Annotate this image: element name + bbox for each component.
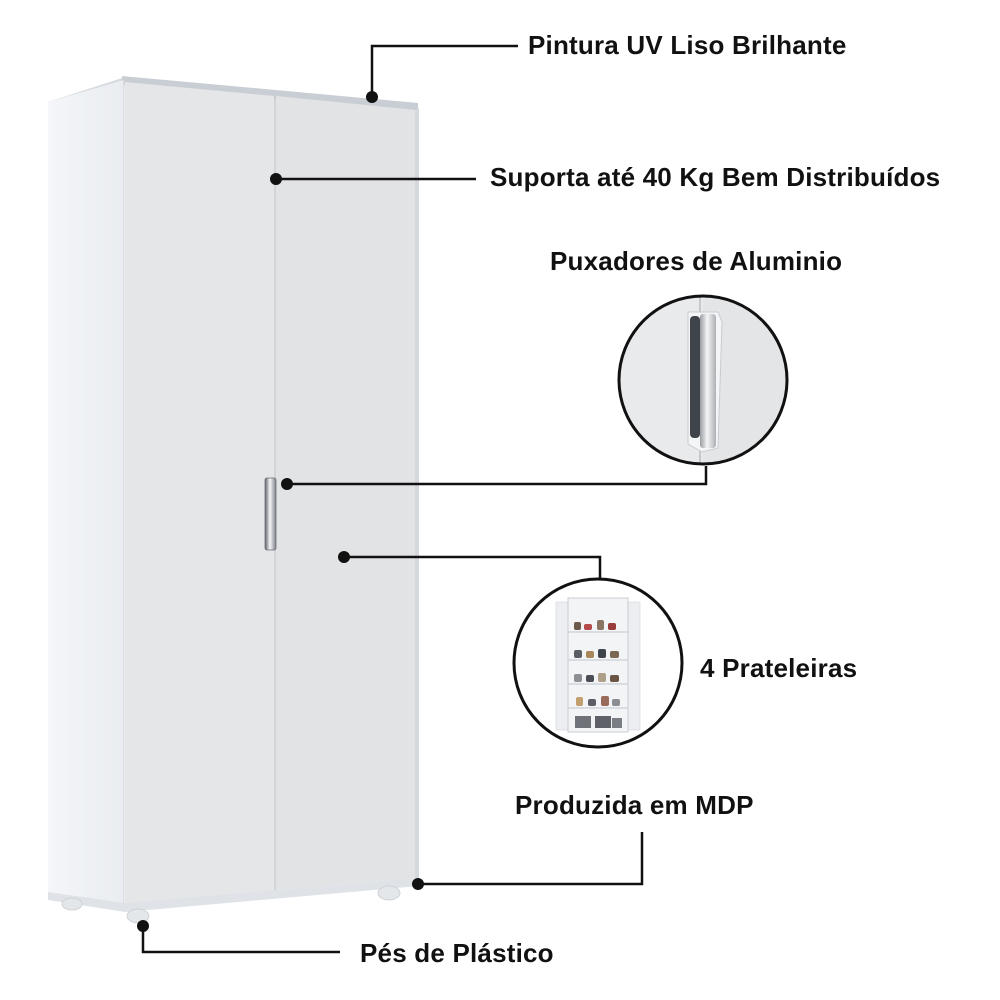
dot-support: [270, 173, 282, 185]
dot-shelves: [338, 551, 350, 563]
label-shelves: 4 Prateleiras: [700, 653, 858, 683]
dot-handle: [281, 478, 293, 490]
right-door: [276, 96, 415, 890]
label-aluminum-handles: Puxadores de Aluminio: [550, 246, 843, 276]
cabinet-top-edge: [122, 76, 418, 110]
cabinet-base: [48, 878, 419, 912]
label-paint-finish: Pintura UV Liso Brilhante: [528, 30, 847, 60]
dot-feet: [137, 920, 149, 932]
cabinet-side-panel: [48, 80, 124, 905]
foot-back-right: [377, 885, 401, 901]
dot-mdp: [412, 878, 424, 890]
left-door: [125, 82, 274, 903]
wardrobe-cabinet: [48, 76, 419, 924]
shelves-inset: [512, 577, 684, 749]
foot-front-left: [61, 897, 83, 911]
door-handle: [264, 477, 277, 551]
handle-zoom-inset: [617, 294, 789, 466]
callout-lines: [141, 44, 708, 954]
label-weight-support: Suporta até 40 Kg Bem Distribuídos: [490, 162, 941, 192]
callout-dots: [137, 91, 424, 932]
label-plastic-feet: Pés de Plástico: [360, 938, 554, 968]
label-mdp-material: Produzida em MDP: [515, 790, 754, 820]
dot-paint: [366, 91, 378, 103]
